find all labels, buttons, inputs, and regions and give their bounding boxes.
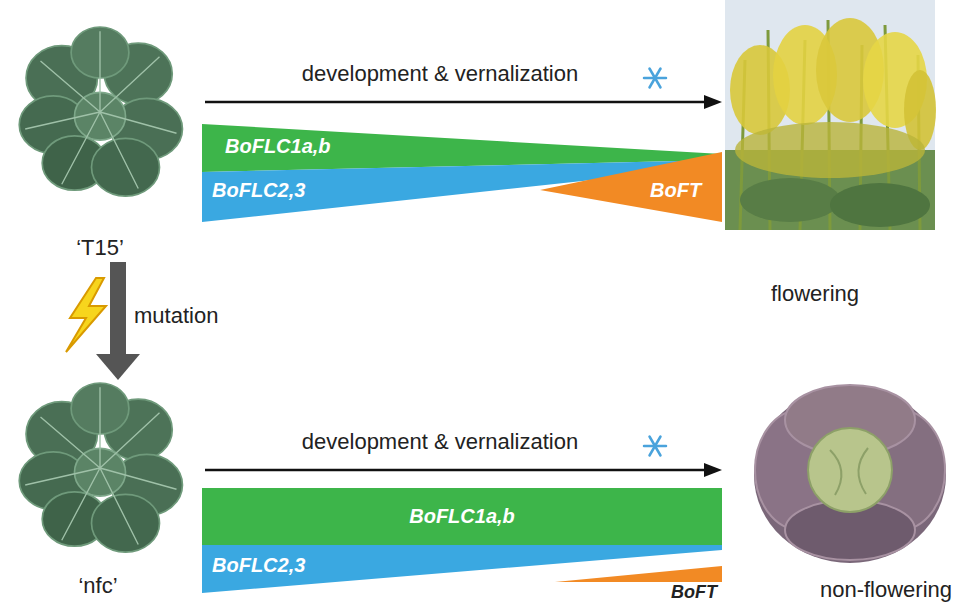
wedge-fill (202, 545, 722, 593)
process-arrow-top (205, 95, 722, 109)
mutation-arrow-part (96, 354, 140, 380)
cabbage-photo-part (808, 428, 892, 512)
plant-nfc (19, 383, 182, 552)
cultivar-label: ‘nfc’ (78, 574, 117, 598)
snowflake-icon-part (650, 69, 661, 88)
snowflake-icon-part (650, 437, 661, 456)
flowering-photo-part (725, 0, 935, 230)
process-arrow-top-part (205, 101, 706, 104)
flowering-photo (725, 0, 936, 230)
expression-wedge: BoFT (540, 152, 722, 222)
flowering-photo-part (735, 122, 925, 178)
gene-label: BoFT (671, 583, 717, 601)
mutation-label: mutation (134, 304, 218, 328)
gene-label: BoFT (650, 179, 701, 201)
process-arrow-bottom-part (704, 463, 722, 477)
process-label: development & vernalization (302, 62, 578, 86)
expression-band: BoFLC1a,b (202, 488, 722, 545)
process-arrow-bottom-part (205, 469, 706, 472)
phenotype-label: non-flowering (820, 578, 952, 602)
cabbage-photo-part (830, 448, 868, 495)
gene-label: BoFLC1a,b (225, 135, 331, 157)
snowflake-icon-part (650, 437, 661, 456)
phenotype-label: flowering (771, 282, 859, 306)
expression-wedge: BoFT (555, 566, 722, 602)
cultivar-label: ‘T15’ (76, 236, 124, 260)
wedge-fill (555, 566, 722, 582)
snowflake-icon-part (650, 69, 661, 88)
lightning-icon (66, 278, 106, 352)
expression-wedge: BoFLC2,3 (202, 545, 722, 593)
wedge-fill (202, 488, 722, 545)
process-arrow-top-part (704, 95, 722, 109)
gene-label: BoFLC2,3 (212, 179, 305, 201)
flowering-photo-part (740, 178, 840, 222)
process-label: development & vernalization (302, 430, 578, 454)
gene-label: BoFLC2,3 (212, 554, 305, 576)
snowflake-icon (644, 69, 666, 88)
gene-label: BoFLC1a,b (409, 505, 515, 527)
wedge-fill (540, 152, 722, 222)
cabbage-photo (754, 385, 946, 563)
process-arrow-bottom (205, 463, 722, 477)
mutation-arrow-part (110, 262, 126, 354)
snowflake-icon (644, 437, 666, 456)
flowering-photo-part (830, 183, 930, 227)
plant-t15 (19, 27, 182, 196)
